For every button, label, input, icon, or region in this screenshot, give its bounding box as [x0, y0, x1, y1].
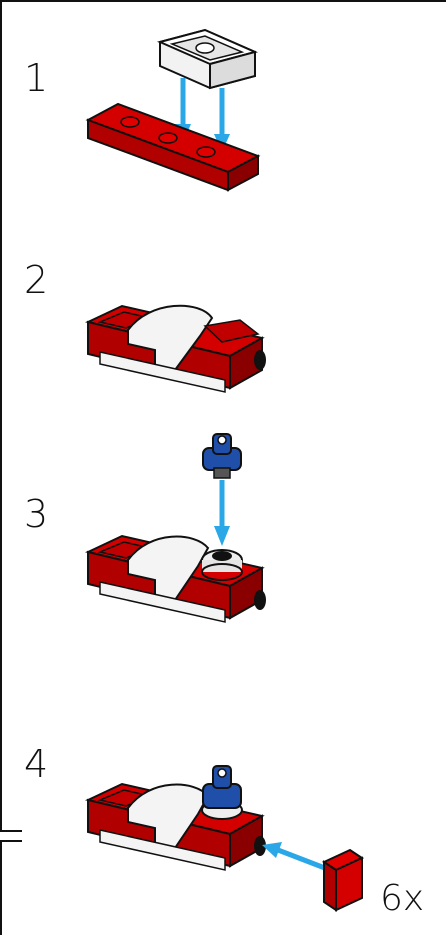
blue-clip-part [203, 434, 241, 478]
step-4-illustration [88, 766, 362, 910]
step-3-illustration [88, 434, 266, 622]
step-1-illustration [88, 30, 258, 190]
red-tile-callout-part [324, 850, 362, 910]
white-tile-part [160, 30, 255, 88]
red-plate-part [88, 104, 258, 190]
step-2-illustration [88, 306, 266, 392]
left-arrow-step4 [278, 850, 330, 870]
